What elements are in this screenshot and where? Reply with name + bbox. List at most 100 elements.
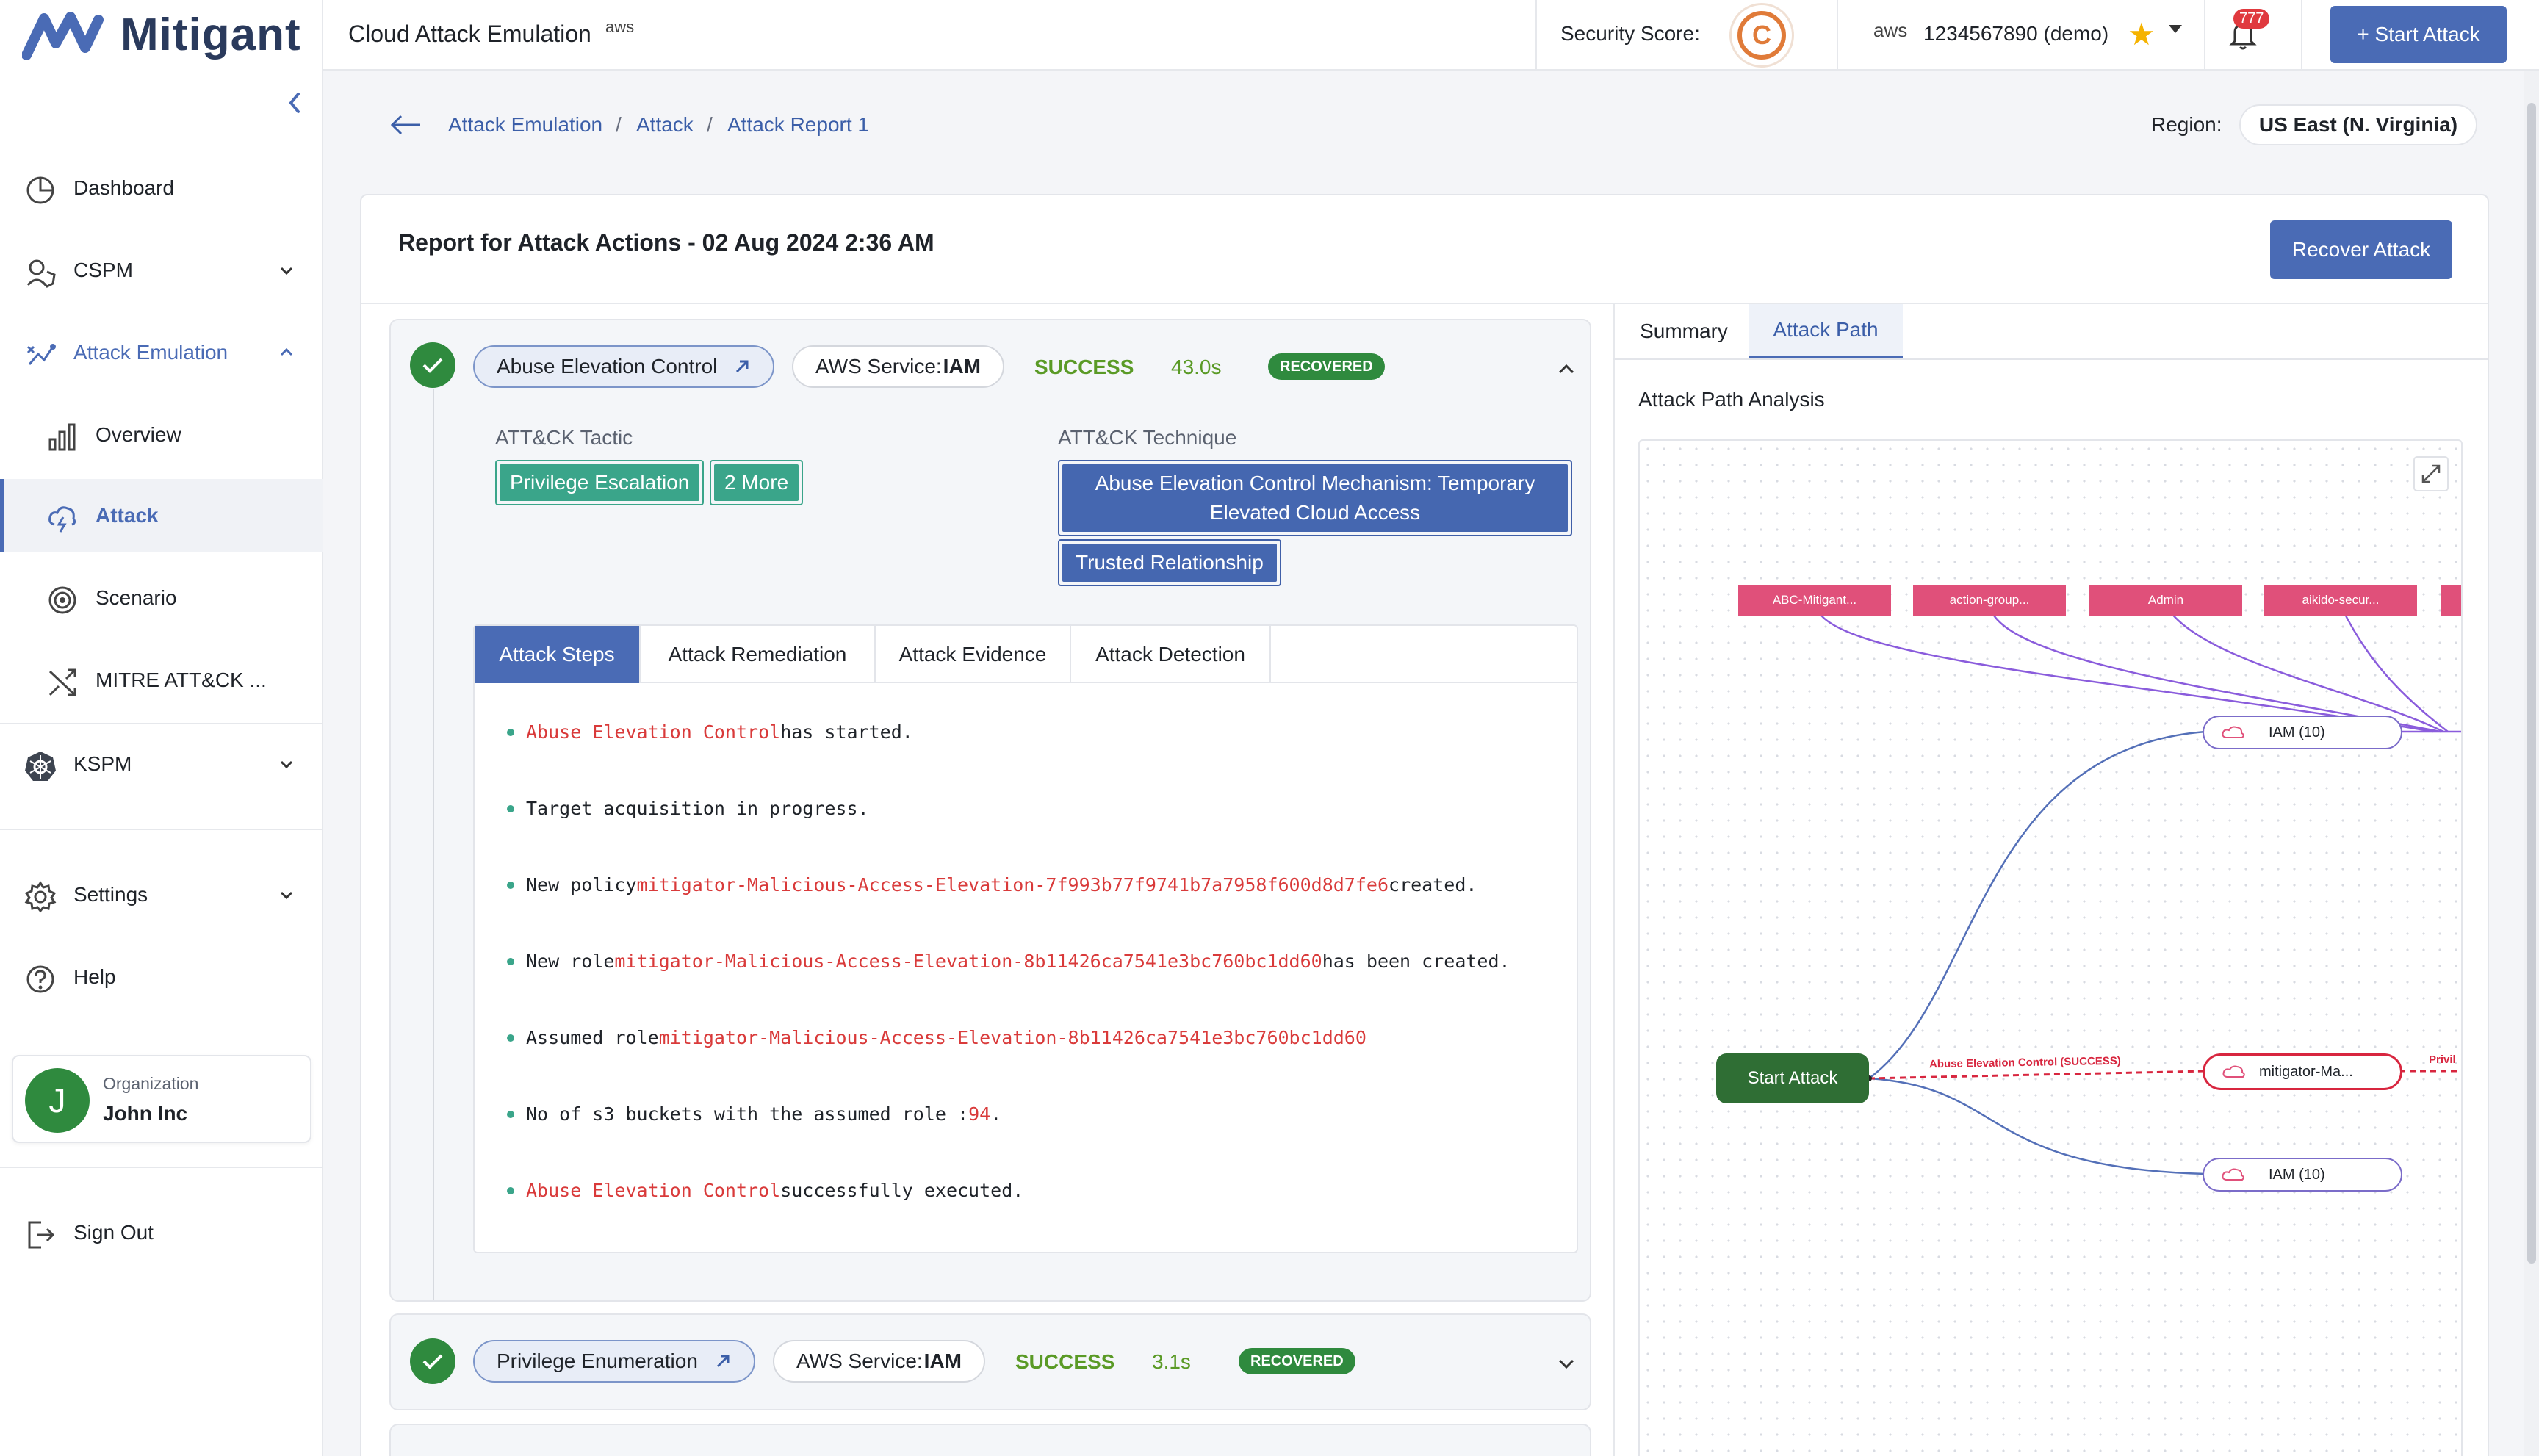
status-text: SUCCESS <box>1015 1350 1115 1373</box>
sidebar-item-label: KSPM <box>73 752 132 775</box>
graph-node-label: mitigator-Ma... <box>2259 1063 2353 1080</box>
region-selector[interactable]: US East (N. Virginia) <box>2239 104 2477 145</box>
breadcrumb-separator: / <box>616 113 622 136</box>
app-title: Cloud Attack Emulation <box>348 21 591 47</box>
sidebar-item-attack[interactable]: Attack <box>0 479 323 552</box>
graph-node[interactable]: aikido-secur... <box>2264 585 2417 616</box>
attack-step: Assumed role mitigator-Malicious-Access-… <box>507 1027 1366 1048</box>
column-divider <box>1613 304 1615 1456</box>
tactic-label: ATT&CK Tactic <box>495 426 633 449</box>
sidebar-item-dashboard[interactable]: Dashboard <box>0 151 323 225</box>
sidebar-item-attack-emulation[interactable]: Attack Emulation <box>0 316 323 389</box>
sidebar-item-settings[interactable]: Settings <box>0 858 323 931</box>
more-tactics-tag[interactable]: 2 More <box>710 460 804 505</box>
tab-attack-detection[interactable]: Attack Detection <box>1071 626 1271 683</box>
brand-logo[interactable]: Mitigant <box>22 9 301 61</box>
tab-summary[interactable]: Summary <box>1640 320 1728 342</box>
graph-node-partial[interactable] <box>2441 585 2461 616</box>
collapse-sidebar-icon[interactable] <box>284 87 306 119</box>
tab-attack-evidence[interactable]: Attack Evidence <box>876 626 1071 683</box>
graph-node-mitigator[interactable]: mitigator-Ma... <box>2203 1053 2402 1090</box>
sidebar-item-overview[interactable]: Overview <box>0 398 323 472</box>
page-scrollbar-thumb[interactable] <box>2527 103 2536 1264</box>
edge-label: Privil <box>2429 1053 2456 1066</box>
graph-node-start-attack[interactable]: Start Attack <box>1716 1053 1869 1103</box>
graph-node-label: IAM (10) <box>2269 1166 2325 1183</box>
sidebar-item-label: CSPM <box>73 259 133 281</box>
star-icon[interactable]: ★ <box>2128 17 2156 51</box>
security-score-badge[interactable]: C <box>1729 3 1794 68</box>
sidebar-item-label: Overview <box>96 423 181 446</box>
recover-attack-button[interactable]: Recover Attack <box>2270 220 2452 279</box>
graph-node[interactable]: Admin <box>2089 585 2242 616</box>
org-label: Organization <box>103 1074 199 1093</box>
aws-account-logo: aws <box>1873 19 1908 41</box>
attack-step: New policy mitigator-Malicious-Access-El… <box>507 874 1477 895</box>
sidebar-divider <box>0 723 323 724</box>
breadcrumb-attack-emulation[interactable]: Attack Emulation <box>448 113 603 136</box>
tactic-tag[interactable]: Privilege Escalation <box>495 460 705 505</box>
service-prefix: AWS Service: <box>796 1349 923 1372</box>
tab-attack-steps[interactable]: Attack Steps <box>475 626 641 683</box>
cloud-lightning-icon <box>48 506 76 533</box>
breadcrumb-attack[interactable]: Attack <box>636 113 694 136</box>
aws-service-pill: AWS Service:IAM <box>792 345 1004 388</box>
sidebar-item-label: Help <box>73 965 116 988</box>
pie-chart-icon <box>26 176 54 204</box>
account-selector[interactable]: 1234567890 (demo) <box>1923 22 2109 45</box>
help-icon <box>26 965 54 993</box>
technique-tag-label: Trusted Relationship <box>1062 544 1277 582</box>
attack-path-graph[interactable]: ABC-Mitigant... action-group... Admin ai… <box>1638 439 2463 1456</box>
chevron-down-icon[interactable] <box>1556 1353 1577 1374</box>
sidebar-item-scenario[interactable]: Scenario <box>0 561 323 635</box>
status-text: SUCCESS <box>1034 356 1134 378</box>
attack-step: Abuse Elevation Control has started. <box>507 721 913 743</box>
chevron-up-icon[interactable] <box>1556 358 1577 379</box>
tactic-tag-label: Privilege Escalation <box>500 464 700 501</box>
technique-tag-label: Abuse Elevation Control Mechanism: Tempo… <box>1062 464 1568 532</box>
chevron-up-icon <box>280 347 293 356</box>
action-name-pill[interactable]: Privilege Enumeration <box>473 1340 755 1383</box>
kubernetes-icon <box>25 752 56 781</box>
service-prefix: AWS Service: <box>815 355 942 378</box>
sidebar-item-cspm[interactable]: CSPM <box>0 234 323 307</box>
back-arrow-icon[interactable] <box>388 110 423 140</box>
service-name: IAM <box>923 1349 962 1372</box>
sidebar-item-kspm[interactable]: KSPM <box>0 727 323 801</box>
sidebar-divider <box>0 829 323 830</box>
region-label: Region: <box>2151 113 2222 136</box>
header-divider <box>2301 0 2302 71</box>
graph-node-iam[interactable]: IAM (10) <box>2203 1158 2402 1192</box>
tab-attack-path[interactable]: Attack Path <box>1749 304 1903 358</box>
caret-down-icon[interactable] <box>2169 25 2182 33</box>
tab-attack-remediation[interactable]: Attack Remediation <box>641 626 876 683</box>
graph-node[interactable]: ABC-Mitigant... <box>1738 585 1891 616</box>
attack-action-card[interactable] <box>389 1424 1591 1456</box>
chevron-down-icon <box>280 760 293 769</box>
sidebar-divider <box>0 1167 323 1168</box>
success-check-icon <box>410 1338 455 1384</box>
report-divider <box>361 303 2488 304</box>
external-link-icon <box>736 360 749 373</box>
sidebar-item-label: Dashboard <box>73 176 174 199</box>
security-score-grade: C <box>1737 11 1786 60</box>
sidebar-item-label: Sign Out <box>73 1221 154 1244</box>
start-attack-button[interactable]: + Start Attack <box>2330 6 2507 63</box>
duration-text: 43.0s <box>1171 356 1222 378</box>
sidebar-item-help[interactable]: Help <box>0 940 323 1014</box>
graph-node-iam[interactable]: IAM (10) <box>2203 716 2402 749</box>
sign-out-button[interactable]: Sign Out <box>0 1196 323 1269</box>
sidebar-item-label: Scenario <box>96 586 177 609</box>
breadcrumb-attack-report[interactable]: Attack Report 1 <box>727 113 869 136</box>
security-score-label: Security Score: <box>1560 22 1700 45</box>
graph-node-label: IAM (10) <box>2269 724 2325 740</box>
report-title: Report for Attack Actions - 02 Aug 2024 … <box>398 229 934 256</box>
organization-card[interactable]: J Organization John Inc <box>12 1055 311 1143</box>
attack-path-canvas <box>1815 456 2461 1177</box>
expand-icon[interactable] <box>2413 456 2449 491</box>
sidebar-item-mitre[interactable]: MITRE ATT&CK ... <box>0 644 323 717</box>
technique-tag[interactable]: Abuse Elevation Control Mechanism: Tempo… <box>1058 460 1572 536</box>
action-name-pill[interactable]: Abuse Elevation Control <box>473 345 775 388</box>
graph-node[interactable]: action-group... <box>1913 585 2066 616</box>
technique-tag[interactable]: Trusted Relationship <box>1058 539 1281 586</box>
